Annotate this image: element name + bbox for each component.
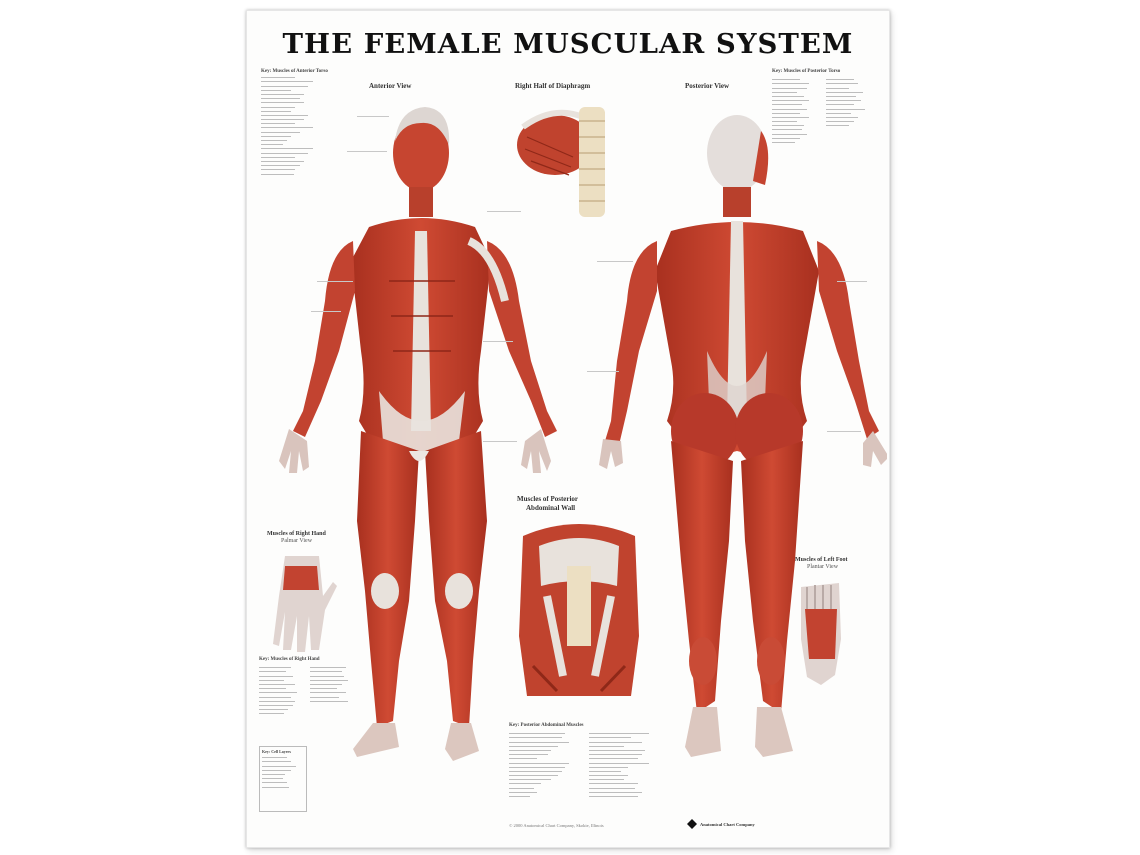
anterior-view-heading: Anterior View <box>369 82 412 90</box>
anterior-key: Key: Muscles of Anterior Torso <box>261 69 347 178</box>
label-line <box>317 281 353 282</box>
anterior-key-heading: Key: Muscles of Anterior Torso <box>261 69 328 74</box>
diamond-logo-icon <box>687 819 697 829</box>
posterior-key-heading: Key: Muscles of Posterior Torso <box>772 69 841 74</box>
cell-layers-lines <box>262 757 304 788</box>
right-hand-subheading: Palmar View <box>281 538 313 544</box>
abdominal-key-heading: Key: Posterior Abdominal Muscles <box>509 723 584 728</box>
right-hand-heading: Muscles of Right Hand <box>267 531 326 537</box>
posterior-key-lines-left <box>772 76 818 146</box>
left-foot-heading: Muscles of Left Foot <box>795 557 848 563</box>
publisher-logo: Anatomical Chart Company <box>687 819 755 829</box>
label-line <box>483 441 517 442</box>
posterior-key: Key: Muscles of Posterior Torso <box>772 69 872 146</box>
hand-key: Key: Muscles of Right Hand <box>259 657 355 717</box>
abdominal-key-lines-left <box>509 730 579 800</box>
hand-key-heading: Key: Muscles of Right Hand <box>259 657 320 662</box>
hand-key-lines-left <box>259 664 304 717</box>
label-line <box>487 211 521 212</box>
poster-title: THE FEMALE MUSCULAR SYSTEM <box>282 29 854 60</box>
anatomy-poster: THE FEMALE MUSCULAR SYSTEM Anterior View… <box>246 10 890 848</box>
abdominal-key-lines-right <box>589 730 659 800</box>
label-line <box>311 311 341 312</box>
abdominal-key: Key: Posterior Abdominal Muscles <box>509 723 659 800</box>
posterior-view-heading: Posterior View <box>685 82 729 90</box>
label-line <box>357 116 389 117</box>
publisher-name: Anatomical Chart Company <box>700 821 755 827</box>
abdominal-wall-illustration <box>519 524 639 696</box>
cell-layers-table: Key: Cell Layers <box>259 746 307 812</box>
hand-key-lines-right <box>310 664 355 717</box>
label-line <box>587 371 619 372</box>
diaphragm-illustration <box>517 107 605 217</box>
abdominal-wall-heading-2: Abdominal Wall <box>526 504 576 512</box>
diaphragm-heading: Right Half of Diaphragm <box>515 82 591 90</box>
label-line <box>837 281 867 282</box>
label-line <box>597 261 633 262</box>
cell-layers-heading: Key: Cell Layers <box>262 749 291 754</box>
left-foot-subheading: Plantar View <box>807 564 839 570</box>
abdominal-wall-heading-1: Muscles of Posterior <box>517 495 579 503</box>
copyright-footer: © 2000 Anatomical Chart Company, Skokie,… <box>509 823 604 828</box>
label-line <box>827 431 861 432</box>
posterior-key-lines-right <box>826 76 872 146</box>
left-foot-illustration <box>801 583 841 685</box>
right-hand-illustration <box>273 556 337 652</box>
label-line <box>347 151 387 152</box>
anterior-key-lines <box>261 77 347 175</box>
posterior-female-figure <box>599 115 887 757</box>
anterior-female-figure <box>279 107 557 761</box>
label-line <box>483 341 513 342</box>
